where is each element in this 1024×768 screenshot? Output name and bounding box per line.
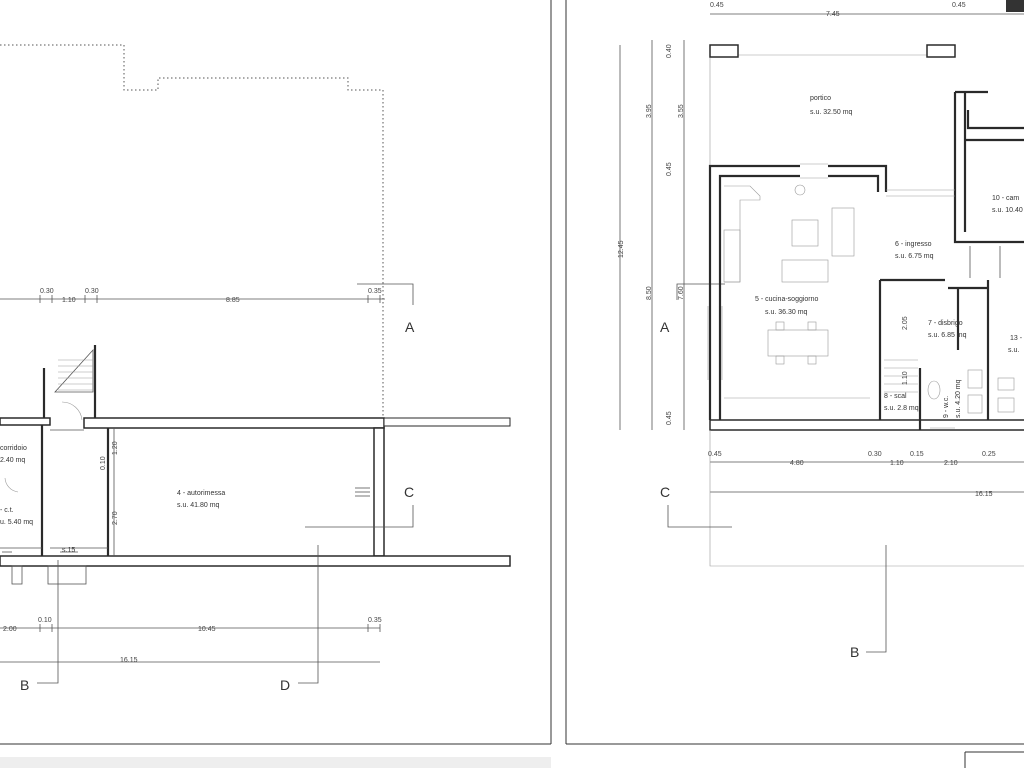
dim-left-2: 3.95 xyxy=(646,104,653,118)
door-swing-1 xyxy=(61,401,83,421)
windows xyxy=(707,163,955,429)
top-corner-block xyxy=(1006,0,1024,12)
section-d-marker xyxy=(298,545,319,684)
stair xyxy=(42,345,97,420)
dim-bottom-3: 10.45 xyxy=(198,626,216,633)
room-autorimessa-name: 4 - autorimessa xyxy=(177,490,225,497)
section-c-marker xyxy=(305,505,414,528)
room-scala-name: 8 - scal xyxy=(884,393,907,400)
room-portico-area: s.u. 32.50 mq xyxy=(810,109,853,116)
dim-left-7: 0.45 xyxy=(666,411,673,425)
dim-right-top-3: 0.45 xyxy=(952,2,966,9)
room-ct-area: u. 5.40 mq xyxy=(0,519,33,526)
dim-top-2: 1.10 xyxy=(62,297,76,304)
dim-right-bottom-6: 2.10 xyxy=(944,460,958,467)
dim-bottom-total: 16.15 xyxy=(120,657,138,664)
section-b-label-right: B xyxy=(850,644,859,660)
dim-ticks-top xyxy=(39,295,381,303)
dim-vert-right-1: 2.05 xyxy=(902,316,909,330)
dim-right-bottom-4: 1.10 xyxy=(890,460,904,467)
dim-right-bottom-3: 0.30 xyxy=(868,451,882,458)
section-b-marker xyxy=(37,560,59,684)
dim-left-4: 0.45 xyxy=(666,162,673,176)
dim-right-top-2: 7.45 xyxy=(826,11,840,18)
dim-bottom-4: 0.35 xyxy=(368,617,382,624)
dim-top-1: 0.30 xyxy=(40,288,54,295)
room-ingresso-area: s.u. 6.75 mq xyxy=(895,253,934,260)
dim-right-top-1: 0.45 xyxy=(710,2,724,9)
room-disbrigo-name: 7 - disbrigo xyxy=(928,320,963,327)
dim-ticks-bottom xyxy=(39,624,381,632)
section-a-label-right: A xyxy=(660,319,670,335)
room-corridoio-area: 2.40 mq xyxy=(0,457,25,464)
portico-pillar-right xyxy=(926,44,956,58)
upper-floor-outline xyxy=(0,44,384,420)
ground-outline xyxy=(709,430,1024,567)
room-autorimessa-area: s.u. 41.80 mq xyxy=(177,502,220,509)
room-wc-name: 9 - w.c. xyxy=(943,396,950,418)
garage-fixtures xyxy=(2,487,370,585)
room-13-name: 13 - xyxy=(1010,335,1023,342)
room-portico-name: portico xyxy=(810,95,831,102)
room-wc-area: s.u. 4.20 mq xyxy=(955,379,962,418)
house-walls xyxy=(708,90,1024,431)
room-camera-area: s.u. 10.40 xyxy=(992,207,1023,214)
dim-left-6: 7.60 xyxy=(678,286,685,300)
room-camera-name: 10 - cam xyxy=(992,195,1019,202)
dim-vert-2: 0.10 xyxy=(100,456,107,470)
room-scala-area: s.u. 2.8 mq xyxy=(884,405,919,412)
wc-fixtures xyxy=(927,369,1015,414)
left-plan: 0.30 1.10 0.30 8.85 0.35 A xyxy=(0,44,511,693)
portico-pillar-left xyxy=(709,44,739,58)
dim-top-4: 8.85 xyxy=(226,297,240,304)
room-ingresso-name: 6 - ingresso xyxy=(895,241,932,248)
dim-top-5: 0.35 xyxy=(368,288,382,295)
dim-right-bottom-1: 0.45 xyxy=(708,451,722,458)
dim-top-3: 0.30 xyxy=(85,288,99,295)
dim-vert-right-2: 1.10 xyxy=(902,371,909,385)
garage-walls xyxy=(0,417,511,567)
dim-right-bottom-5: 0.15 xyxy=(910,451,924,458)
dim-bottom-2: 0.10 xyxy=(38,617,52,624)
dim-left-5: 8.50 xyxy=(646,286,653,300)
dim-left-1: 0.40 xyxy=(666,44,673,58)
room-small-label: s.15 xyxy=(62,547,75,554)
section-a-marker xyxy=(357,283,414,305)
dim-right-bottom-total: 16.15 xyxy=(975,491,993,498)
section-b-marker-right xyxy=(866,545,887,653)
stair-right xyxy=(884,359,918,393)
bottom-strip xyxy=(0,757,551,768)
room-corridoio-name: corridoio xyxy=(0,445,27,452)
door-swing-2 xyxy=(4,477,19,493)
dim-vert-1: 1.20 xyxy=(112,441,119,455)
section-c-label-right: C xyxy=(660,484,670,500)
dim-bottom-1: 2.00 xyxy=(3,626,17,633)
section-d-label: D xyxy=(280,677,290,693)
right-plan: 0.45 7.45 0.45 12.45 0.40 3.95 3.55 0.45… xyxy=(618,0,1024,660)
dim-left-outer: 12.45 xyxy=(618,240,625,258)
section-c-label: C xyxy=(404,484,414,500)
room-ct-name: - c.t. xyxy=(0,507,14,514)
dim-vert-3: 2.70 xyxy=(112,511,119,525)
kitchen-furniture xyxy=(723,184,870,399)
section-b-label: B xyxy=(20,677,29,693)
room-cucina-name: 5 - cucina-soggiorno xyxy=(755,296,819,303)
section-c-marker-right xyxy=(667,505,732,528)
section-a-label: A xyxy=(405,319,415,335)
dim-left-3: 3.55 xyxy=(678,104,685,118)
room-disbrigo-area: s.u. 6.85 mq xyxy=(928,332,967,339)
room-cucina-area: s.u. 36.30 mq xyxy=(765,309,808,316)
dim-right-bottom-7: 0.25 xyxy=(982,451,996,458)
dim-right-bottom-2: 4.80 xyxy=(790,460,804,467)
room-13-area: s.u. xyxy=(1008,347,1019,354)
